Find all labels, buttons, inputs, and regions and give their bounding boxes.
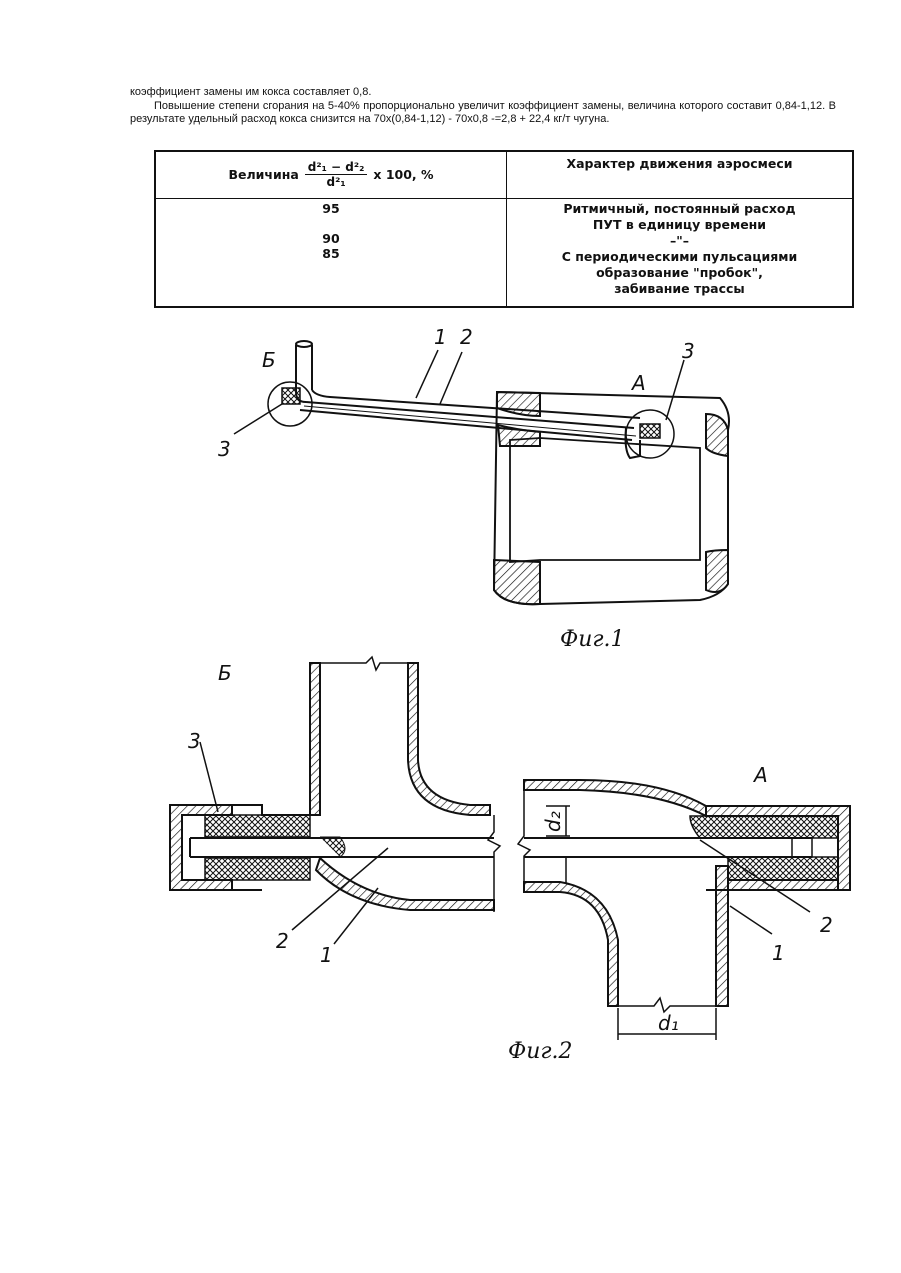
fig1-tuyere-inner [510,438,700,562]
fig1-label-3a: 3 [682,339,695,363]
fig1-label-1: 1 [434,325,447,349]
fig2-label-1r: 1 [772,941,785,965]
fig2-caption: Фиг.2 [508,1039,573,1064]
fig1-leader-2 [440,352,462,404]
fig2-left-seal-top [205,815,310,837]
fig2-label-2r: 2 [820,913,833,937]
fig1-label-2: 2 [460,325,473,349]
fig2-left-seal-bottom [205,858,310,880]
fig1-seal-a [640,424,660,438]
fig2-label-d2: d₂ [541,811,565,832]
fig1-label-b: Б [262,348,276,372]
fig2-right-wall [716,866,728,1006]
fig2-left-wall-inner [408,663,490,815]
fig2-label-1l: 1 [320,943,333,967]
fig1-leader-3a [666,360,684,420]
figure-2-right [518,780,850,1040]
fig1-label-3b: 3 [218,437,231,461]
figure-2-left [170,657,500,944]
fig1-hatch-bottom-left [494,560,540,604]
fig1-hatch-right-bottom [706,550,728,592]
fig2-label-3: 3 [188,729,201,753]
figure-1 [234,341,729,604]
fig2-left-curve [316,858,494,910]
fig2-label-2l: 2 [276,929,289,953]
fig1-label-a: А [630,371,646,395]
fig1-leader-1 [416,350,438,398]
fig2-label-a: А [752,763,768,787]
fig2-label-d1: d₁ [658,1011,679,1035]
fig2-label-b: Б [218,661,232,685]
fig2-right-curve-top [524,780,706,816]
fig2-leader-1r [730,906,772,934]
fig2-leader-3 [200,742,218,812]
fig1-hatch-right-top [706,414,728,456]
fig1-seal-b [282,388,300,404]
fig2-right-seal-top [690,816,838,838]
fig2-left-wall-outer [310,663,320,815]
fig1-caption: Фиг.1 [560,627,625,652]
fig2-right-curve-bottom [524,882,618,1006]
fig1-hatch-top-left [497,392,540,416]
